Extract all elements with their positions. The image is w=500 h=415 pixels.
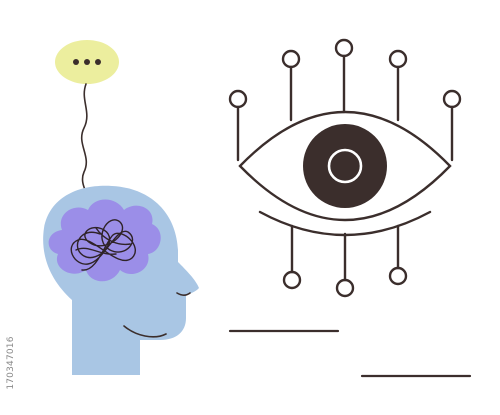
bubble-dot [95, 59, 101, 65]
head-mouth [176, 292, 191, 297]
circuit-node-bottom [335, 278, 355, 298]
circuit-node-bottom [282, 270, 302, 290]
stock-id-label: 170347016 [6, 336, 16, 390]
circuit-node-top [281, 49, 301, 69]
bubble-dot [84, 59, 90, 65]
head-jaw-line [123, 325, 167, 338]
circuit-node-top [388, 49, 408, 69]
bubble-dot [73, 59, 79, 65]
eye-pupil-ring [327, 148, 363, 184]
eye-lower-lid [258, 210, 432, 237]
circuit-node-top [442, 89, 462, 109]
tangled-thoughts-icon [70, 219, 136, 271]
circuit-node-top [228, 89, 248, 109]
circuit-node-bottom [388, 266, 408, 286]
eye-circuit-icon [228, 38, 462, 298]
eye-outline [238, 110, 452, 222]
eye-iris [303, 124, 387, 208]
tangle-scribble [70, 219, 136, 271]
circuit-node-top [334, 38, 354, 58]
speech-bubble-icon [55, 40, 119, 84]
